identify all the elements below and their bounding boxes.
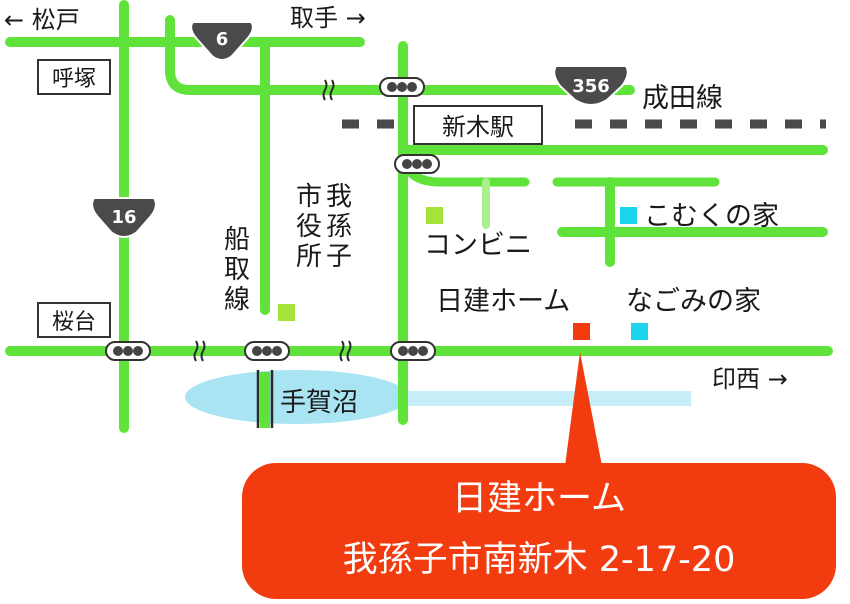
traffic-light-icon: [244, 341, 290, 361]
sakuradai-box: 桜台: [37, 302, 111, 338]
route-shield-icon: 6: [190, 21, 254, 61]
omission-marks: [193, 79, 352, 362]
city-office-col2: 我孫子: [326, 182, 352, 272]
route-shield-icon: 356: [553, 65, 629, 106]
callout-address: 我孫子市南新木 2-17-20: [343, 540, 736, 580]
city-office-label: 市役所 我孫子: [296, 182, 352, 272]
city-office-marker: [278, 304, 295, 321]
route-shield-icon: 16: [91, 197, 157, 238]
traffic-light-icon: [390, 341, 436, 361]
nikken-home-marker: [573, 323, 590, 340]
komuku-marker: [620, 207, 637, 224]
direction-matsudo: ← 松戸: [4, 6, 80, 34]
address-callout: 日建ホーム 我孫子市南新木 2-17-20: [242, 352, 836, 599]
komuku-label: こむくの家: [644, 201, 779, 232]
traffic-light-icon: [105, 341, 151, 361]
teganuma-pond: [185, 370, 691, 424]
nagomi-marker: [631, 323, 648, 340]
funatori-line-label: 船取線: [224, 225, 250, 315]
bridge-icon: [256, 370, 274, 428]
route-16-label: 16: [111, 207, 136, 228]
yobitsuka-label: 呼塚: [52, 67, 96, 92]
city-office-col1: 市役所: [296, 182, 322, 272]
direction-toride: 取手 →: [290, 4, 366, 32]
nagomi-label: なごみの家: [626, 286, 761, 317]
traffic-light-icon: [394, 154, 440, 174]
sakuradai-label: 桜台: [52, 310, 96, 335]
convenience-marker: [426, 207, 443, 224]
station-box: 新木駅: [413, 105, 543, 145]
direction-inzai: 印西 →: [712, 365, 788, 393]
teganuma-label: 手賀沼: [280, 388, 358, 418]
route-356-label: 356: [572, 76, 610, 97]
traffic-light-icon: [379, 77, 425, 97]
callout-name: 日建ホーム: [452, 479, 626, 519]
convenience-label: コンビニ: [424, 230, 532, 261]
station-label: 新木駅: [442, 113, 514, 141]
narita-line-label: 成田線: [642, 83, 723, 114]
route-6-label: 6: [216, 29, 229, 50]
nikken-label: 日建ホーム: [436, 286, 570, 317]
yobitsuka-box: 呼塚: [37, 59, 111, 95]
